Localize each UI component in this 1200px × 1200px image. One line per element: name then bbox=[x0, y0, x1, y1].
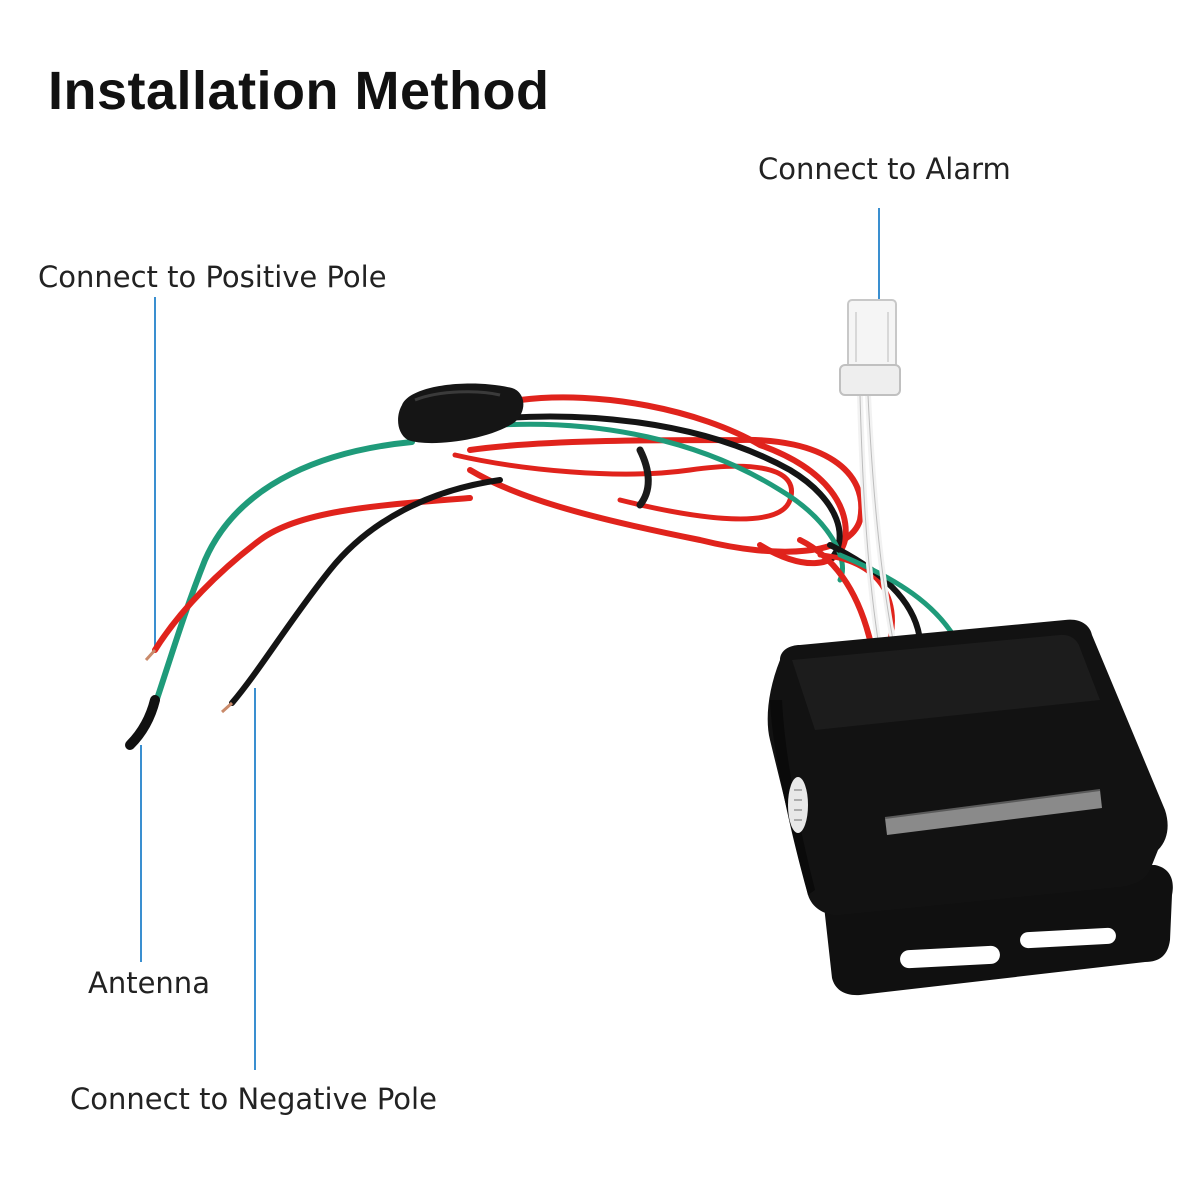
label-connect-to-alarm: Connect to Alarm bbox=[758, 152, 1011, 186]
page-title: Installation Method bbox=[48, 61, 550, 121]
label-antenna: Antenna bbox=[88, 966, 210, 1000]
wire-bundle-red bbox=[797, 537, 873, 643]
label-connect-to-negative-pole: Connect to Negative Pole bbox=[70, 1082, 437, 1116]
wire-harness bbox=[152, 392, 958, 708]
module-label-strip bbox=[885, 790, 1102, 835]
alarm-connector bbox=[839, 299, 901, 396]
negative-wire-end bbox=[220, 701, 234, 714]
mount-slot-right bbox=[1020, 927, 1116, 949]
positive-wire-end bbox=[144, 648, 157, 662]
inline-fuse-holder bbox=[398, 383, 524, 444]
wire-white-1-edge bbox=[859, 394, 879, 641]
wire-red-loop-3 bbox=[452, 452, 794, 522]
mount-slot-left bbox=[900, 945, 1000, 969]
cable-tie bbox=[636, 446, 652, 509]
wire-red-positive bbox=[152, 495, 473, 653]
wire-bundle-green bbox=[837, 552, 958, 641]
wire-black-negative bbox=[229, 477, 503, 706]
wire-red-loop-2 bbox=[467, 436, 865, 555]
wire-black-loop bbox=[477, 413, 843, 563]
wire-green-antenna bbox=[152, 439, 415, 708]
wire-red-loop-1 bbox=[517, 394, 849, 567]
wire-bundle-black bbox=[827, 542, 923, 643]
antenna-tip bbox=[125, 695, 160, 750]
module-side-sticker bbox=[788, 777, 808, 833]
label-connect-to-positive-pole: Connect to Positive Pole bbox=[38, 260, 387, 294]
wire-white-2-edge bbox=[867, 394, 894, 641]
control-module bbox=[767, 619, 1173, 996]
